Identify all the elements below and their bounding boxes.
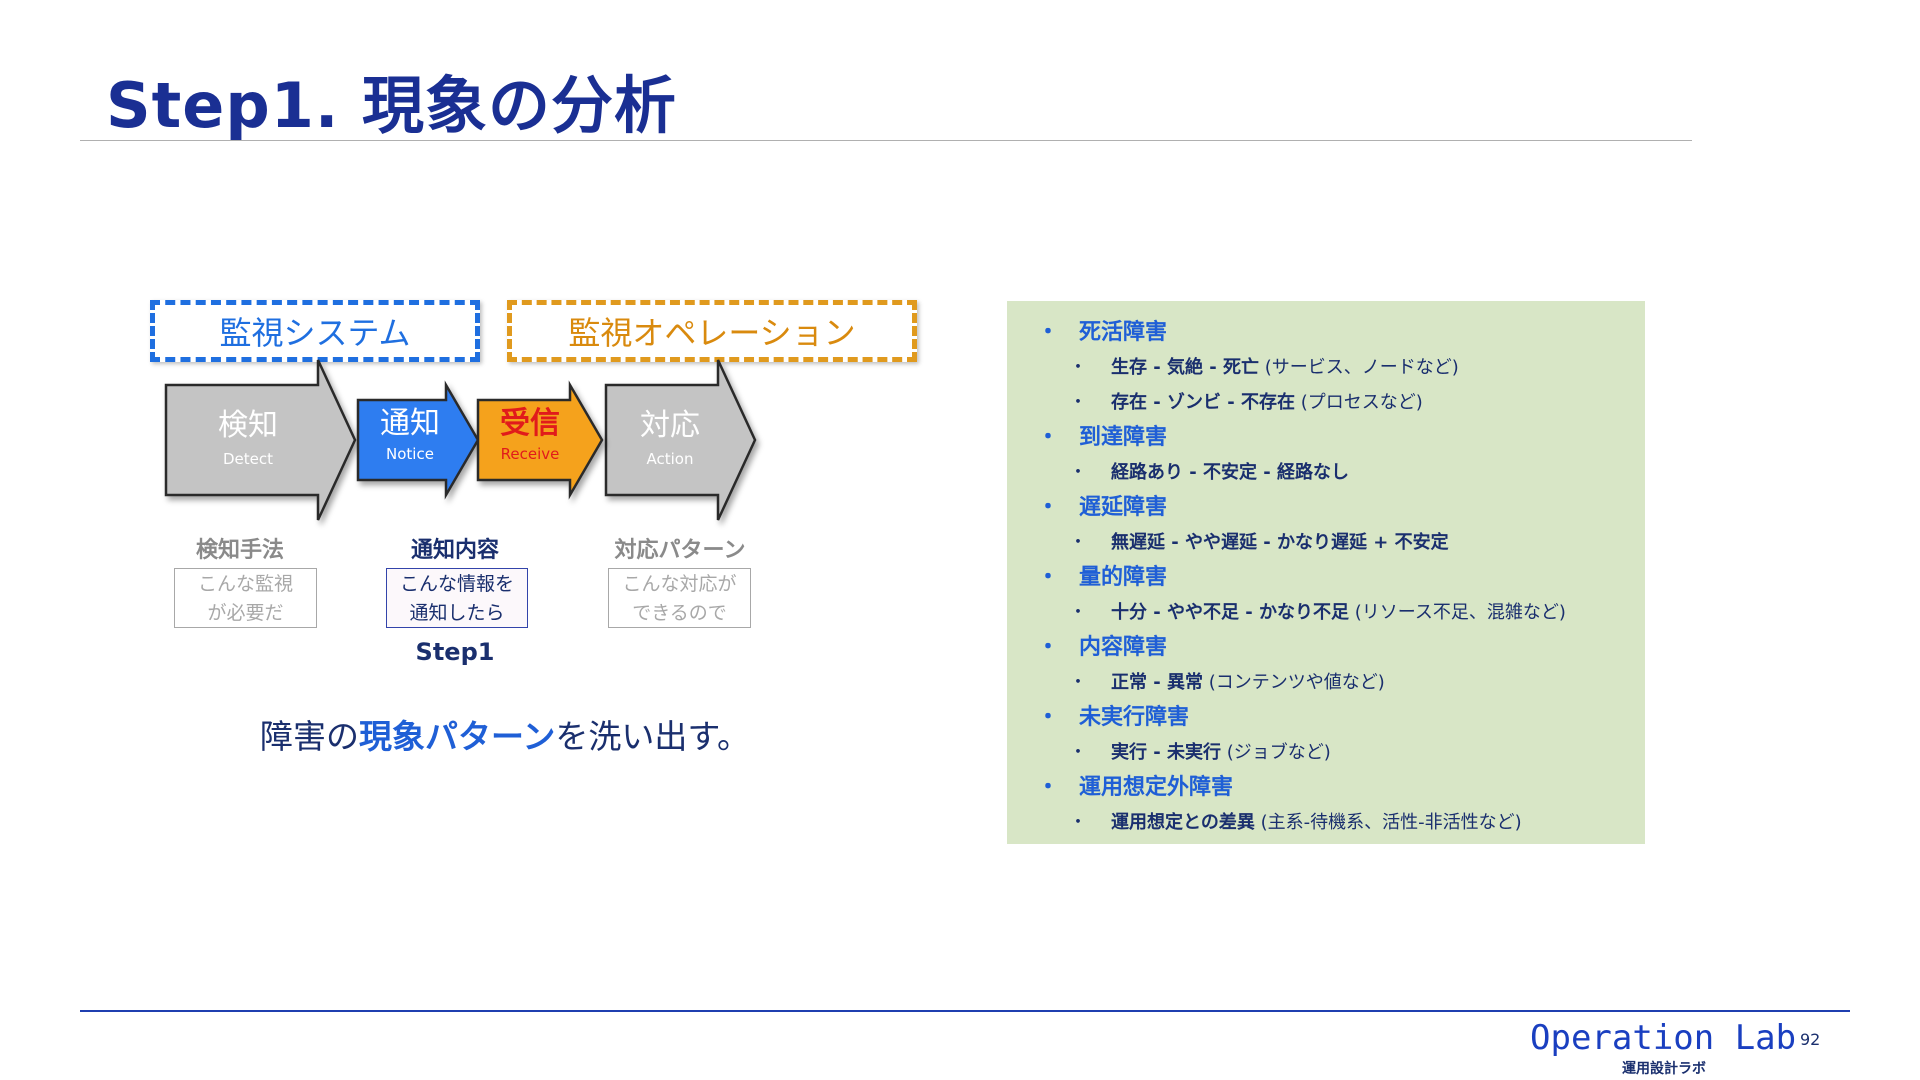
monitoring-system-label: 監視システム xyxy=(150,300,480,362)
list-item: 正常 - 異常 (コンテンツや値など) xyxy=(1037,665,1645,700)
list-item: 十分 - やや不足 - かなり不足 (リソース不足、混雑など) xyxy=(1037,595,1645,630)
list-item: 実行 - 未実行 (ジョブなど) xyxy=(1037,735,1645,770)
summary-pre: 障害の xyxy=(260,717,359,756)
category-unexpected: 運用想定外障害 xyxy=(1037,770,1645,805)
detection-method-box: こんな監視 が必要だ xyxy=(174,568,317,628)
step-label: Step1 xyxy=(415,638,495,666)
detect-label: 検知 xyxy=(218,408,278,443)
category-quantity: 量的障害 xyxy=(1037,560,1645,595)
process-flow-diagram xyxy=(164,359,757,521)
notice-label: 通知 xyxy=(380,406,440,441)
category-reachability: 到達障害 xyxy=(1037,420,1645,455)
receive-label: 受信 xyxy=(500,406,560,441)
detect-sublabel: Detect xyxy=(222,450,274,468)
page-number: 92 xyxy=(1800,1030,1821,1049)
summary-post: を洗い出す。 xyxy=(555,717,751,756)
page-title: Step1. 現象の分析 xyxy=(106,69,677,142)
response-pattern-box: こんな対応が できるので xyxy=(608,568,751,628)
receive-arrow xyxy=(476,380,604,500)
list-item: 経路あり - 不安定 - 経路なし xyxy=(1037,455,1645,490)
failure-category-panel: 死活障害 生存 - 気絶 - 死亡 (サービス、ノードなど) 存在 - ゾンビ … xyxy=(1007,301,1645,844)
brand-subtitle: 運用設計ラボ xyxy=(1622,1061,1706,1077)
category-unexecuted: 未実行障害 xyxy=(1037,700,1645,735)
notice-sublabel: Notice xyxy=(386,445,434,463)
list-item: 運用想定との差異 (主系-待機系、活性-非活性など) xyxy=(1037,805,1645,840)
response-pattern-line1: こんな対応が xyxy=(622,573,737,595)
response-pattern-line2: できるので xyxy=(632,602,727,624)
summary-text: 障害の現象パターンを洗い出す。 xyxy=(260,710,750,758)
notification-content-line2: 通知したら xyxy=(409,602,505,624)
list-item: 存在 - ゾンビ - 不存在 (プロセスなど) xyxy=(1037,385,1645,420)
category-alive: 死活障害 xyxy=(1037,315,1645,350)
action-sublabel: Action xyxy=(646,450,694,468)
receive-sublabel: Receive xyxy=(500,445,560,463)
response-pattern-heading: 対応パターン xyxy=(614,538,746,563)
category-latency: 遅延障害 xyxy=(1037,490,1645,525)
footer-divider xyxy=(80,1010,1850,1012)
list-item: 生存 - 気絶 - 死亡 (サービス、ノードなど) xyxy=(1037,350,1645,385)
detection-method-line1: こんな監視 xyxy=(197,573,293,595)
summary-highlight: 現象パターン xyxy=(359,717,556,756)
monitoring-operation-label: 監視オペレーション xyxy=(507,300,917,362)
list-item: 無遅延 - やや遅延 - かなり遅延 + 不安定 xyxy=(1037,525,1645,560)
brand-logo: Operation Lab xyxy=(1530,1018,1797,1058)
action-arrow xyxy=(604,359,757,521)
notice-arrow xyxy=(356,380,480,500)
detection-method-line2: が必要だ xyxy=(207,602,284,624)
notification-content-line1: こんな情報を xyxy=(399,573,514,595)
detection-method-heading: 検知手法 xyxy=(195,538,284,563)
category-content: 内容障害 xyxy=(1037,630,1645,665)
action-label: 対応 xyxy=(640,408,700,443)
title-divider xyxy=(80,140,1692,141)
notification-content-box: こんな情報を 通知したら xyxy=(386,568,528,628)
detect-arrow xyxy=(164,359,357,521)
notification-content-heading: 通知内容 xyxy=(410,538,499,563)
